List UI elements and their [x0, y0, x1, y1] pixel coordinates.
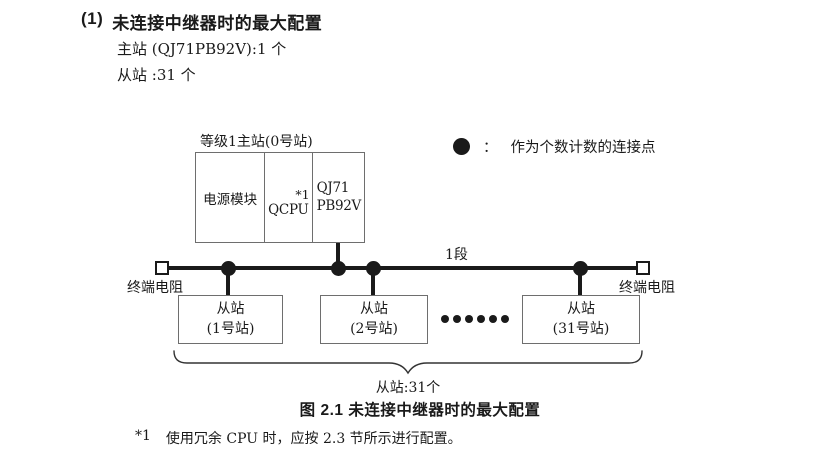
slave-count-line: 从站 :31 个 [117, 66, 196, 84]
slave2-drop-line [371, 269, 375, 295]
slave-subtitle: (1号站) [206, 320, 255, 337]
brace-label: 从站:31个 [375, 380, 441, 396]
section-title: 未连接中继器时的最大配置 [112, 14, 323, 33]
bus-line [167, 266, 638, 270]
legend: ： 作为个数计数的连接点 [453, 136, 656, 157]
terminating-resistor-left-icon [155, 261, 169, 275]
qcpu-label: QCPU [268, 202, 309, 218]
slave1-drop-line [226, 269, 230, 295]
connection-point-dot [221, 261, 236, 276]
qj71-label-line2: PB92V [316, 197, 362, 214]
terminating-resistor-right-icon [636, 261, 650, 275]
master-station-label: 等级1主站(0号站) [200, 134, 313, 150]
connection-point-dot [331, 261, 346, 276]
slave-title: 从站 [360, 300, 388, 317]
slave-title: 从站 [216, 300, 245, 317]
slave3-drop-line [578, 269, 582, 295]
footnote-text: 使用冗余 CPU 时，应按 2.3 节所示进行配置。 [165, 431, 462, 447]
footnote-reference: *1 [295, 187, 310, 202]
master-station-box: 电源模块 *1 QCPU QJ71 PB92V [195, 152, 365, 243]
section-number: (1) [81, 9, 104, 28]
connection-point-dot [573, 261, 588, 276]
terminating-resistor-right-label: 终端电阻 [619, 280, 675, 296]
legend-separator: ： [483, 140, 498, 156]
qj71-label-line1: QJ71 [316, 179, 350, 196]
brace-bracket [173, 350, 643, 375]
connection-point-icon [453, 138, 470, 155]
slave-title: 从站 [567, 300, 595, 317]
footnote: *1 使用冗余 CPU 时，应按 2.3 节所示进行配置。 [135, 428, 462, 448]
slave-station-box-31: 从站 (31号站) [522, 295, 640, 344]
master-count-line: 主站 (QJ71PB92V):1 个 [117, 40, 287, 58]
figure-caption: 图 2.1 未连接中继器时的最大配置 [299, 402, 541, 419]
footnote-marker: *1 [135, 428, 151, 444]
ellipsis-dots-icon [441, 315, 509, 323]
qcpu-cell: *1 QCPU [265, 153, 313, 242]
qj71pb92v-cell: QJ71 PB92V [313, 153, 364, 242]
slave-subtitle: (2号站) [350, 320, 398, 337]
slave-subtitle: (31号站) [552, 320, 610, 337]
power-module-cell: 电源模块 [196, 153, 266, 242]
slave-station-box-1: 从站 (1号站) [178, 295, 283, 344]
slave-station-box-2: 从站 (2号站) [320, 295, 428, 344]
legend-text: 作为个数计数的连接点 [510, 140, 656, 156]
section-heading: (1) 未连接中继器时的最大配置 [81, 9, 322, 34]
master-drop-line [336, 243, 340, 267]
segment-label: 1段 [445, 247, 468, 263]
connection-point-dot [366, 261, 381, 276]
terminating-resistor-left-label: 终端电阻 [127, 280, 183, 296]
